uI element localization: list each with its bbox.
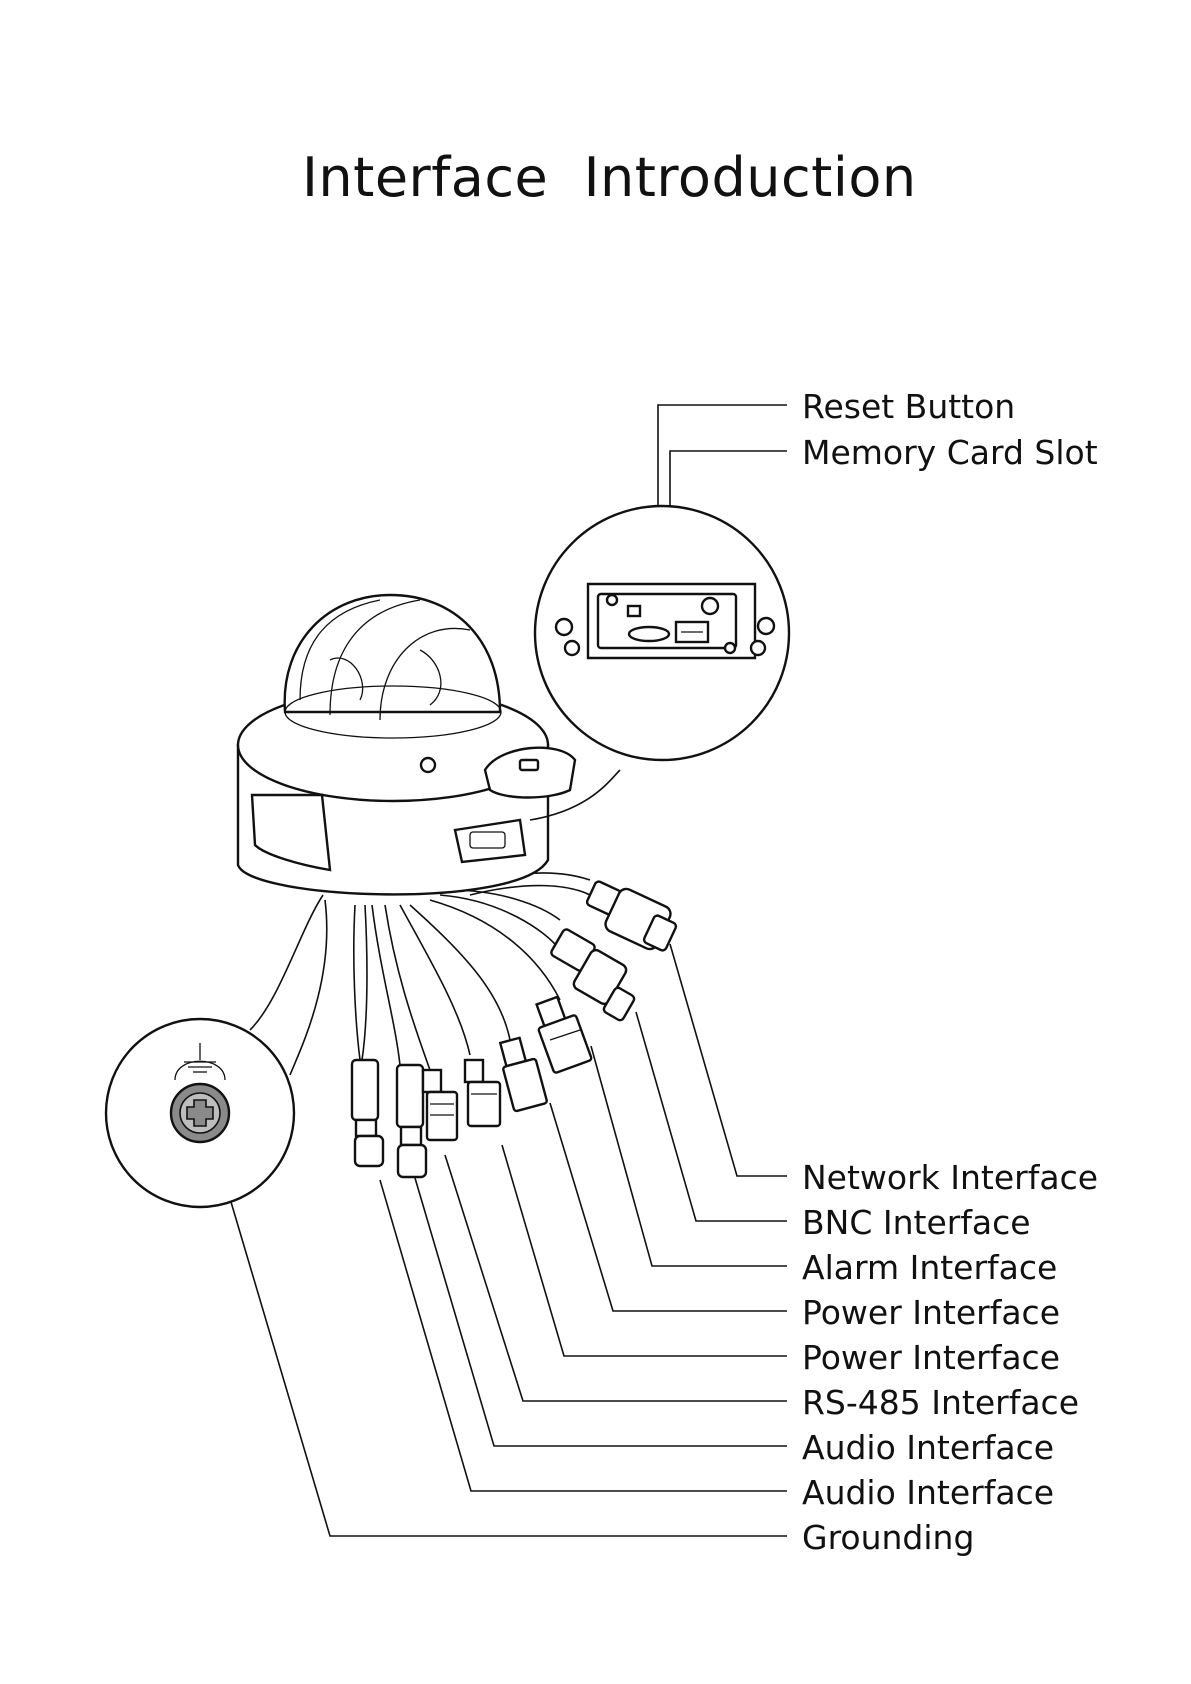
leader-rs485 <box>445 1155 787 1401</box>
camera-body <box>238 595 575 894</box>
leader-audio2 <box>380 1180 787 1491</box>
label-grounding: Grounding <box>802 1521 974 1554</box>
leader-alarm <box>591 1046 787 1266</box>
label-bnc-interface: BNC Interface <box>802 1206 1031 1239</box>
leader-grounding <box>215 1148 787 1536</box>
leader-audio1 <box>415 1178 787 1446</box>
label-power-interface-2: Power Interface <box>802 1341 1060 1374</box>
leader-network <box>670 944 787 1176</box>
label-rs485-interface: RS-485 Interface <box>802 1386 1079 1419</box>
connectors <box>352 880 677 1177</box>
label-power-interface-1: Power Interface <box>802 1296 1060 1329</box>
leader-power1 <box>550 1103 787 1311</box>
label-alarm-interface: Alarm Interface <box>802 1251 1057 1284</box>
label-memory-card-slot: Memory Card Slot <box>802 436 1098 469</box>
grounding-callout <box>106 895 327 1207</box>
label-reset-button: Reset Button <box>802 390 1015 423</box>
label-audio-interface-1: Audio Interface <box>802 1431 1054 1464</box>
leader-bnc <box>636 1012 787 1221</box>
label-network-interface: Network Interface <box>802 1161 1098 1194</box>
label-audio-interface-2: Audio Interface <box>802 1476 1054 1509</box>
